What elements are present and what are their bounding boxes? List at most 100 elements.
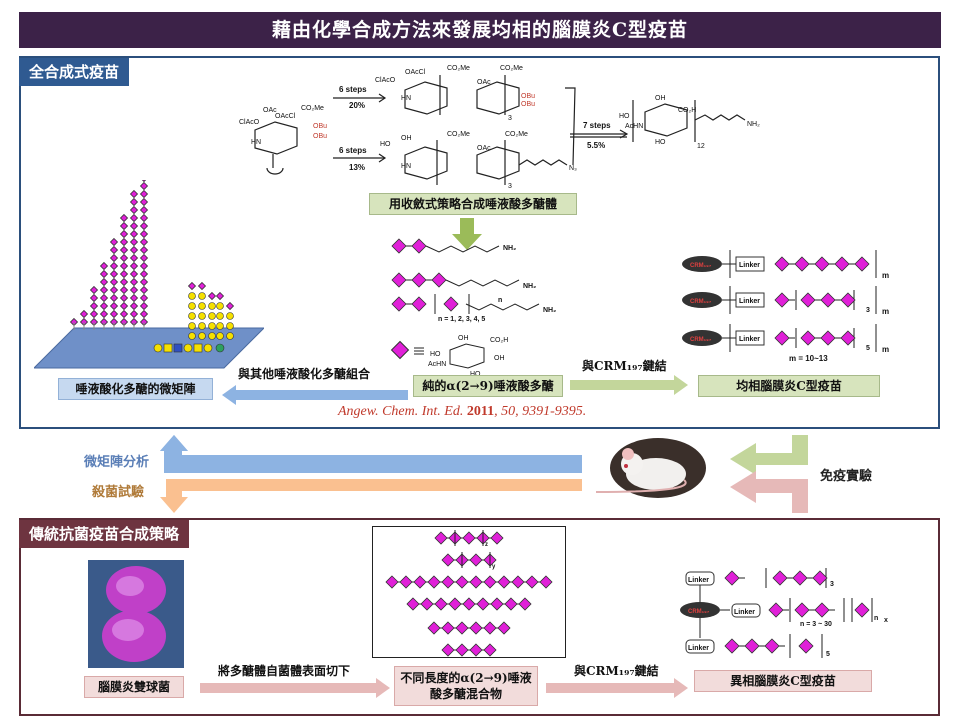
array-diamond: [119, 245, 129, 255]
array-diamond: [129, 229, 139, 239]
svg-text:HO: HO: [430, 351, 441, 358]
array-diamond: [109, 301, 119, 311]
sialic-acid-diamond: [854, 256, 870, 272]
glycan-square: [193, 343, 203, 353]
sialic-acid-diamond: [483, 643, 497, 657]
svg-text:3: 3: [508, 183, 512, 190]
glycan-circle: [216, 332, 224, 340]
glycan-circle: [198, 292, 206, 300]
array-diamond: [109, 237, 119, 247]
svg-text:ClAcO: ClAcO: [375, 77, 396, 84]
microarray-analysis-label: 微矩陣分析: [84, 455, 150, 470]
sialic-acid-diamond: [385, 575, 399, 589]
m-label: m: [882, 307, 889, 316]
array-diamond: [139, 245, 149, 255]
linker-box: [685, 639, 715, 654]
array-diamond: [215, 291, 225, 301]
monomer-key: OH CO₂H HO AcHN HO OH: [390, 335, 508, 378]
array-diamond: [119, 277, 129, 287]
sialic-acid-diamond: [792, 570, 808, 586]
sialic-acid-diamond: [434, 531, 448, 545]
sialic-acid-diamond: [469, 575, 483, 589]
glycan-circle: [198, 312, 206, 320]
array-diamond: [129, 245, 139, 255]
array-diamond: [187, 281, 197, 291]
array-diamond: [139, 277, 149, 287]
heterogeneous-vaccine-label: 異相腦膜炎C型疫苗: [694, 670, 872, 692]
array-diamond: [139, 197, 149, 207]
sialic-acid-diamond: [476, 597, 490, 611]
array-diamond: [129, 205, 139, 215]
sialic-acid-diamond: [504, 597, 518, 611]
glycan-circle: [215, 343, 225, 353]
array-diamond: [119, 221, 129, 231]
array-diamond: [139, 237, 149, 247]
svg-text:OBu: OBu: [521, 93, 535, 100]
svg-text:OBu: OBu: [313, 123, 327, 130]
crm-label: CRM₁₉₇: [690, 299, 712, 305]
step-a-yield: 20%: [349, 101, 365, 110]
glycan-circle: [188, 292, 196, 300]
array-diamond: [109, 253, 119, 263]
array-diamond: [129, 197, 139, 207]
chain-n-label: n = 1, 2, 3, 4, 5: [438, 316, 486, 323]
glycan-circle: [203, 343, 213, 353]
glycan-circle: [216, 322, 224, 330]
mixture-box: [372, 526, 566, 658]
svg-text:NH₂: NH₂: [747, 121, 760, 128]
svg-text:ClAcO: ClAcO: [239, 119, 260, 126]
sialic-acid-diamond: [469, 553, 483, 567]
sialic-acid-diamond: [772, 570, 788, 586]
array-diamond: [129, 301, 139, 311]
array-diamond: [119, 213, 129, 223]
array-diamond: [89, 285, 99, 295]
array-diamond: [129, 293, 139, 303]
sialic-acid-diamond: [391, 238, 407, 254]
array-diamond: [139, 309, 149, 319]
sialic-acid-diamond: [441, 553, 455, 567]
microarray-label: 唾液酸化多醣的微矩陣: [58, 378, 213, 400]
mixture-chains: zy: [385, 530, 553, 657]
m-range-label: m = 10~13: [789, 354, 828, 363]
crm-label: CRM₁₉₇: [690, 337, 712, 343]
sialic-acid-diamond: [511, 575, 525, 589]
linker-label: Linker: [688, 645, 709, 652]
crm-protein: [680, 602, 720, 618]
array-diamond: [109, 293, 119, 303]
glycan-circle: [198, 332, 206, 340]
linker-box: [731, 603, 761, 618]
link-crm-label: 與CRM₁₉₇鍵結: [582, 359, 667, 373]
array-diamond: [129, 237, 139, 247]
sialic-acid-diamond: [840, 292, 856, 308]
svg-text:OAc: OAc: [477, 79, 491, 86]
sialic-acid-diamond: [814, 602, 830, 618]
sialic-acid-diamond: [469, 643, 483, 657]
array-diamond: [139, 205, 149, 215]
array-diamond: [139, 189, 149, 199]
repeat-bracket: [434, 294, 470, 314]
glycan-square: [173, 343, 183, 353]
sialic-acid-diamond: [427, 575, 441, 589]
crm-label: CRM₁₉₇: [690, 263, 712, 269]
svg-text:OBu: OBu: [313, 133, 327, 140]
sialic-acid-diamond: [483, 621, 497, 635]
repeat-n: n: [874, 615, 878, 622]
page-title: 藉由化學合成方法來發展均相的腦膜炎C型疫苗: [19, 12, 941, 48]
sialic-acid-diamond: [854, 602, 870, 618]
sialic-acid-diamond: [774, 292, 790, 308]
svg-text:OH: OH: [401, 135, 412, 142]
linker-box: [685, 571, 715, 586]
sialic-acid-diamond: [455, 643, 469, 657]
array-diamond: [109, 261, 119, 271]
immunization-label: 免疫實驗: [820, 469, 873, 484]
sialic-acid-diamond: [462, 597, 476, 611]
glycan-circle: [208, 322, 216, 330]
sialic-acid-diamond: [441, 621, 455, 635]
sialic-acid-diamond: [483, 575, 497, 589]
array-diamond: [139, 253, 149, 263]
array-diamond: [225, 301, 235, 311]
linker-chain: [445, 279, 520, 287]
sialic-acid-diamond: [724, 570, 740, 586]
